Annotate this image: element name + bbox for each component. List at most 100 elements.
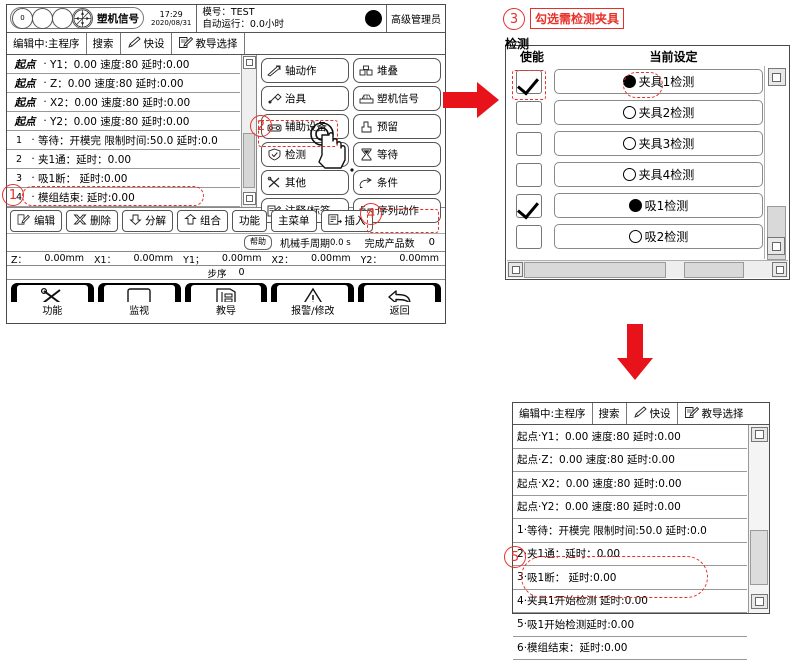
scroll-thumb[interactable] bbox=[750, 530, 768, 585]
scroll-up-button[interactable] bbox=[768, 68, 786, 86]
flow-arrow-right-icon bbox=[441, 78, 503, 125]
program-row[interactable]: 起点·Z：0.00 速度:80 延时:0.00 bbox=[513, 449, 747, 473]
axis-value: 0.00mm bbox=[116, 253, 179, 264]
enable-checkbox[interactable] bbox=[516, 132, 542, 156]
button-molding-signal[interactable]: 塑机信号 bbox=[353, 86, 441, 111]
result-program-list[interactable]: 起点·Y1：0.00 速度:80 延时:0.00 起点·Z：0.00 速度:80… bbox=[513, 425, 747, 613]
enable-checkbox[interactable] bbox=[516, 163, 542, 187]
button-jig[interactable]: 治具 bbox=[261, 86, 349, 111]
result-scrollbar[interactable] bbox=[748, 425, 769, 613]
row-index: 1 bbox=[10, 135, 28, 146]
scroll-left-button[interactable] bbox=[508, 262, 523, 277]
quick-set-label: 快设 bbox=[650, 406, 671, 421]
tab-editing-main-program[interactable]: 编辑中:主程序 bbox=[7, 33, 87, 54]
row-index: 起点 bbox=[10, 57, 40, 72]
program-row[interactable]: 3·吸1断： 延时:0.00 bbox=[7, 169, 240, 188]
detection-vertical-scrollbar[interactable] bbox=[764, 66, 788, 259]
button-axis-motion[interactable]: 轴动作 bbox=[261, 58, 349, 83]
scroll-right-button[interactable] bbox=[772, 262, 787, 277]
button-label: 治具 bbox=[285, 91, 306, 106]
row-body: Y2：0.00 速度:80 延时:0.00 bbox=[50, 114, 240, 129]
button-wait[interactable]: 等待 bbox=[353, 142, 441, 167]
program-row[interactable]: 1·等待：开模完 限制时间:50.0 延时:0.0 bbox=[7, 131, 240, 150]
program-row[interactable]: 起点·Y1：0.00 速度:80 延时:0.00 bbox=[7, 55, 240, 74]
program-row[interactable]: 起点·X2：0.00 速度:80 延时:0.00 bbox=[513, 472, 747, 496]
tab-monitor[interactable]: 监视 bbox=[98, 283, 181, 317]
machine-signal-indicator: 0 塑机信号 bbox=[10, 7, 144, 29]
row-index: 2 bbox=[10, 154, 28, 165]
tab-function[interactable]: 功能 bbox=[11, 283, 94, 317]
program-row-module-end[interactable]: 6·模组结束：延时:0.00 bbox=[513, 637, 747, 660]
search-button[interactable]: 搜索 bbox=[87, 33, 121, 54]
detection-row: 吸1检测 bbox=[507, 190, 763, 221]
detection-item[interactable]: 夹具4检测 bbox=[554, 162, 763, 187]
combine-button[interactable]: 组合 bbox=[177, 210, 228, 232]
detection-item[interactable]: 夹具2检测 bbox=[554, 100, 763, 125]
decompose-button[interactable]: 分解 bbox=[122, 210, 173, 232]
tab-editing-main-program[interactable]: 编辑中:主程序 bbox=[513, 403, 593, 424]
help-button[interactable]: 帮助 bbox=[244, 235, 272, 250]
main-menu-button[interactable]: 主菜单 bbox=[271, 210, 317, 232]
scroll-down-button[interactable] bbox=[767, 237, 785, 255]
program-row-suction1-detect[interactable]: 5·吸1开始检测延时:0.00 bbox=[513, 613, 747, 637]
program-row[interactable]: 2·夹1通：延时：0.00 bbox=[513, 543, 747, 567]
scroll-thumb[interactable] bbox=[243, 133, 255, 188]
program-row[interactable]: 起点·X2：0.00 速度:80 延时:0.00 bbox=[7, 93, 240, 112]
teach-select-button[interactable]: 教导选择 bbox=[678, 403, 750, 424]
button-stack[interactable]: 堆叠 bbox=[353, 58, 441, 83]
tab-label: 教导 bbox=[185, 302, 268, 317]
detection-item[interactable]: 吸2检测 bbox=[554, 224, 763, 249]
scroll-down-button[interactable] bbox=[243, 192, 256, 205]
program-row[interactable]: 3·吸1断： 延时:0.00 bbox=[513, 566, 747, 590]
program-row[interactable]: 起点·Y2：0.00 速度:80 延时:0.00 bbox=[7, 112, 240, 131]
program-row[interactable]: 起点·Y1：0.00 速度:80 延时:0.00 bbox=[513, 425, 747, 449]
quick-set-button[interactable]: 快设 bbox=[121, 33, 172, 54]
detection-item[interactable]: 夹具1检测 bbox=[554, 69, 763, 94]
button-reserve[interactable]: 预留 bbox=[353, 114, 441, 139]
teach-select-button[interactable]: 教导选择 bbox=[172, 33, 245, 54]
detection-header: 使能 当前设定 bbox=[506, 46, 789, 66]
quick-set-button[interactable]: 快设 bbox=[627, 403, 678, 424]
program-row[interactable]: 1·等待：开模完 限制时间:50.0 延时:0.0 bbox=[513, 519, 747, 543]
button-condition[interactable]: 条件 bbox=[353, 170, 441, 195]
search-button[interactable]: 搜索 bbox=[593, 403, 627, 424]
annotation-callout-text: 勾选需检测夹具 bbox=[530, 8, 624, 29]
detection-item[interactable]: 吸1检测 bbox=[554, 193, 763, 218]
hscroll-thumb-2[interactable] bbox=[684, 262, 744, 278]
detection-item[interactable]: 夹具3检测 bbox=[554, 131, 763, 156]
program-row[interactable]: 起点·Z：0.00 速度:80 延时:0.00 bbox=[7, 74, 240, 93]
signal-label: 塑机信号 bbox=[93, 11, 143, 26]
hscroll-track[interactable] bbox=[524, 262, 771, 278]
tab-back[interactable]: 返回 bbox=[358, 283, 441, 317]
scroll-down-button[interactable] bbox=[751, 594, 768, 609]
detection-row: 吸2检测 bbox=[507, 221, 763, 252]
tab-alarm-modify[interactable]: 报警/修改 bbox=[271, 283, 354, 317]
scroll-up-button[interactable] bbox=[751, 427, 768, 442]
hscroll-thumb[interactable] bbox=[524, 262, 666, 278]
program-row-module-end[interactable]: 4·模组结束: 延时:0.00 bbox=[7, 188, 240, 207]
hand-pointer-icon bbox=[305, 122, 363, 187]
function-button[interactable]: 功能 bbox=[232, 210, 267, 232]
enable-checkbox[interactable] bbox=[516, 225, 542, 249]
detection-row: 夹具4检测 bbox=[507, 159, 763, 190]
row-index: 4 bbox=[517, 595, 524, 607]
program-row[interactable]: 起点·Y2：0.00 速度:80 延时:0.00 bbox=[513, 496, 747, 520]
program-list[interactable]: 起点·Y1：0.00 速度:80 延时:0.00 起点·Z：0.00 速度:80… bbox=[7, 55, 240, 207]
combine-icon bbox=[184, 214, 197, 228]
axis-motion-icon bbox=[266, 64, 282, 78]
row-dot: · bbox=[28, 172, 38, 184]
user-level: 高级管理员 bbox=[386, 5, 445, 32]
enable-checkbox[interactable] bbox=[516, 194, 542, 218]
row-body: 吸1开始检测延时:0.00 bbox=[527, 617, 634, 632]
scroll-up-button[interactable] bbox=[243, 56, 256, 69]
program-row-clamp1-detect[interactable]: 4·夹具1开始检测 延时:0.00 bbox=[513, 590, 747, 614]
toolbar-spacer bbox=[245, 33, 445, 54]
edit-button[interactable]: 编辑 bbox=[10, 210, 62, 232]
tab-teach[interactable]: 教导 bbox=[185, 283, 268, 317]
detection-horizontal-scrollbar[interactable] bbox=[507, 260, 788, 278]
program-row[interactable]: 2·夹1通：延时：0.00 bbox=[7, 150, 240, 169]
delete-button[interactable]: 删除 bbox=[66, 210, 118, 232]
enable-checkbox[interactable] bbox=[516, 101, 542, 125]
row-body: Y1：0.00 速度:80 延时:0.00 bbox=[50, 57, 240, 72]
enable-checkbox[interactable] bbox=[516, 70, 542, 94]
